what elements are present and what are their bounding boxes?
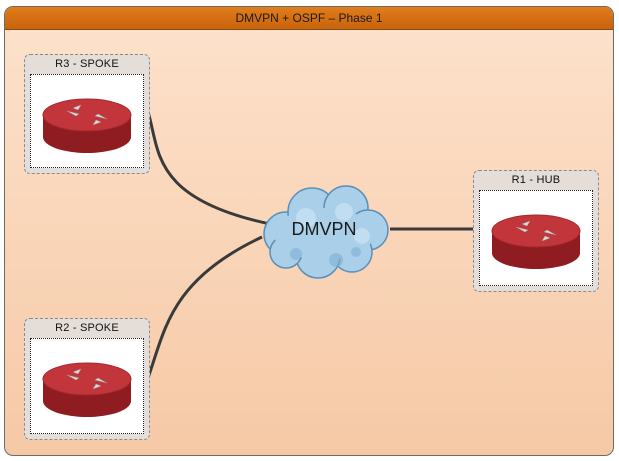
node-r1-hub[interactable]: R1 - HUB bbox=[473, 170, 599, 292]
router-icon bbox=[491, 214, 581, 269]
cloud-label: DMVPN bbox=[291, 219, 356, 239]
node-r2-spoke[interactable]: R2 - SPOKE bbox=[24, 318, 150, 440]
node-label: R3 - SPOKE bbox=[55, 58, 119, 70]
diagram-title-bar: DMVPN + OSPF – Phase 1 bbox=[5, 7, 613, 30]
cloud-icon bbox=[263, 185, 389, 279]
link-r3-dmvpn bbox=[146, 111, 276, 227]
router-icon bbox=[42, 362, 132, 417]
diagram-title: DMVPN + OSPF – Phase 1 bbox=[235, 11, 383, 25]
dmvpn-cloud[interactable]: DMVPN bbox=[256, 182, 392, 280]
router-icon bbox=[42, 98, 132, 153]
node-label: R2 - SPOKE bbox=[55, 322, 119, 334]
node-r3-spoke[interactable]: R3 - SPOKE bbox=[24, 54, 150, 174]
link-r2-dmvpn bbox=[146, 235, 263, 379]
node-label: R1 - HUB bbox=[511, 174, 561, 186]
